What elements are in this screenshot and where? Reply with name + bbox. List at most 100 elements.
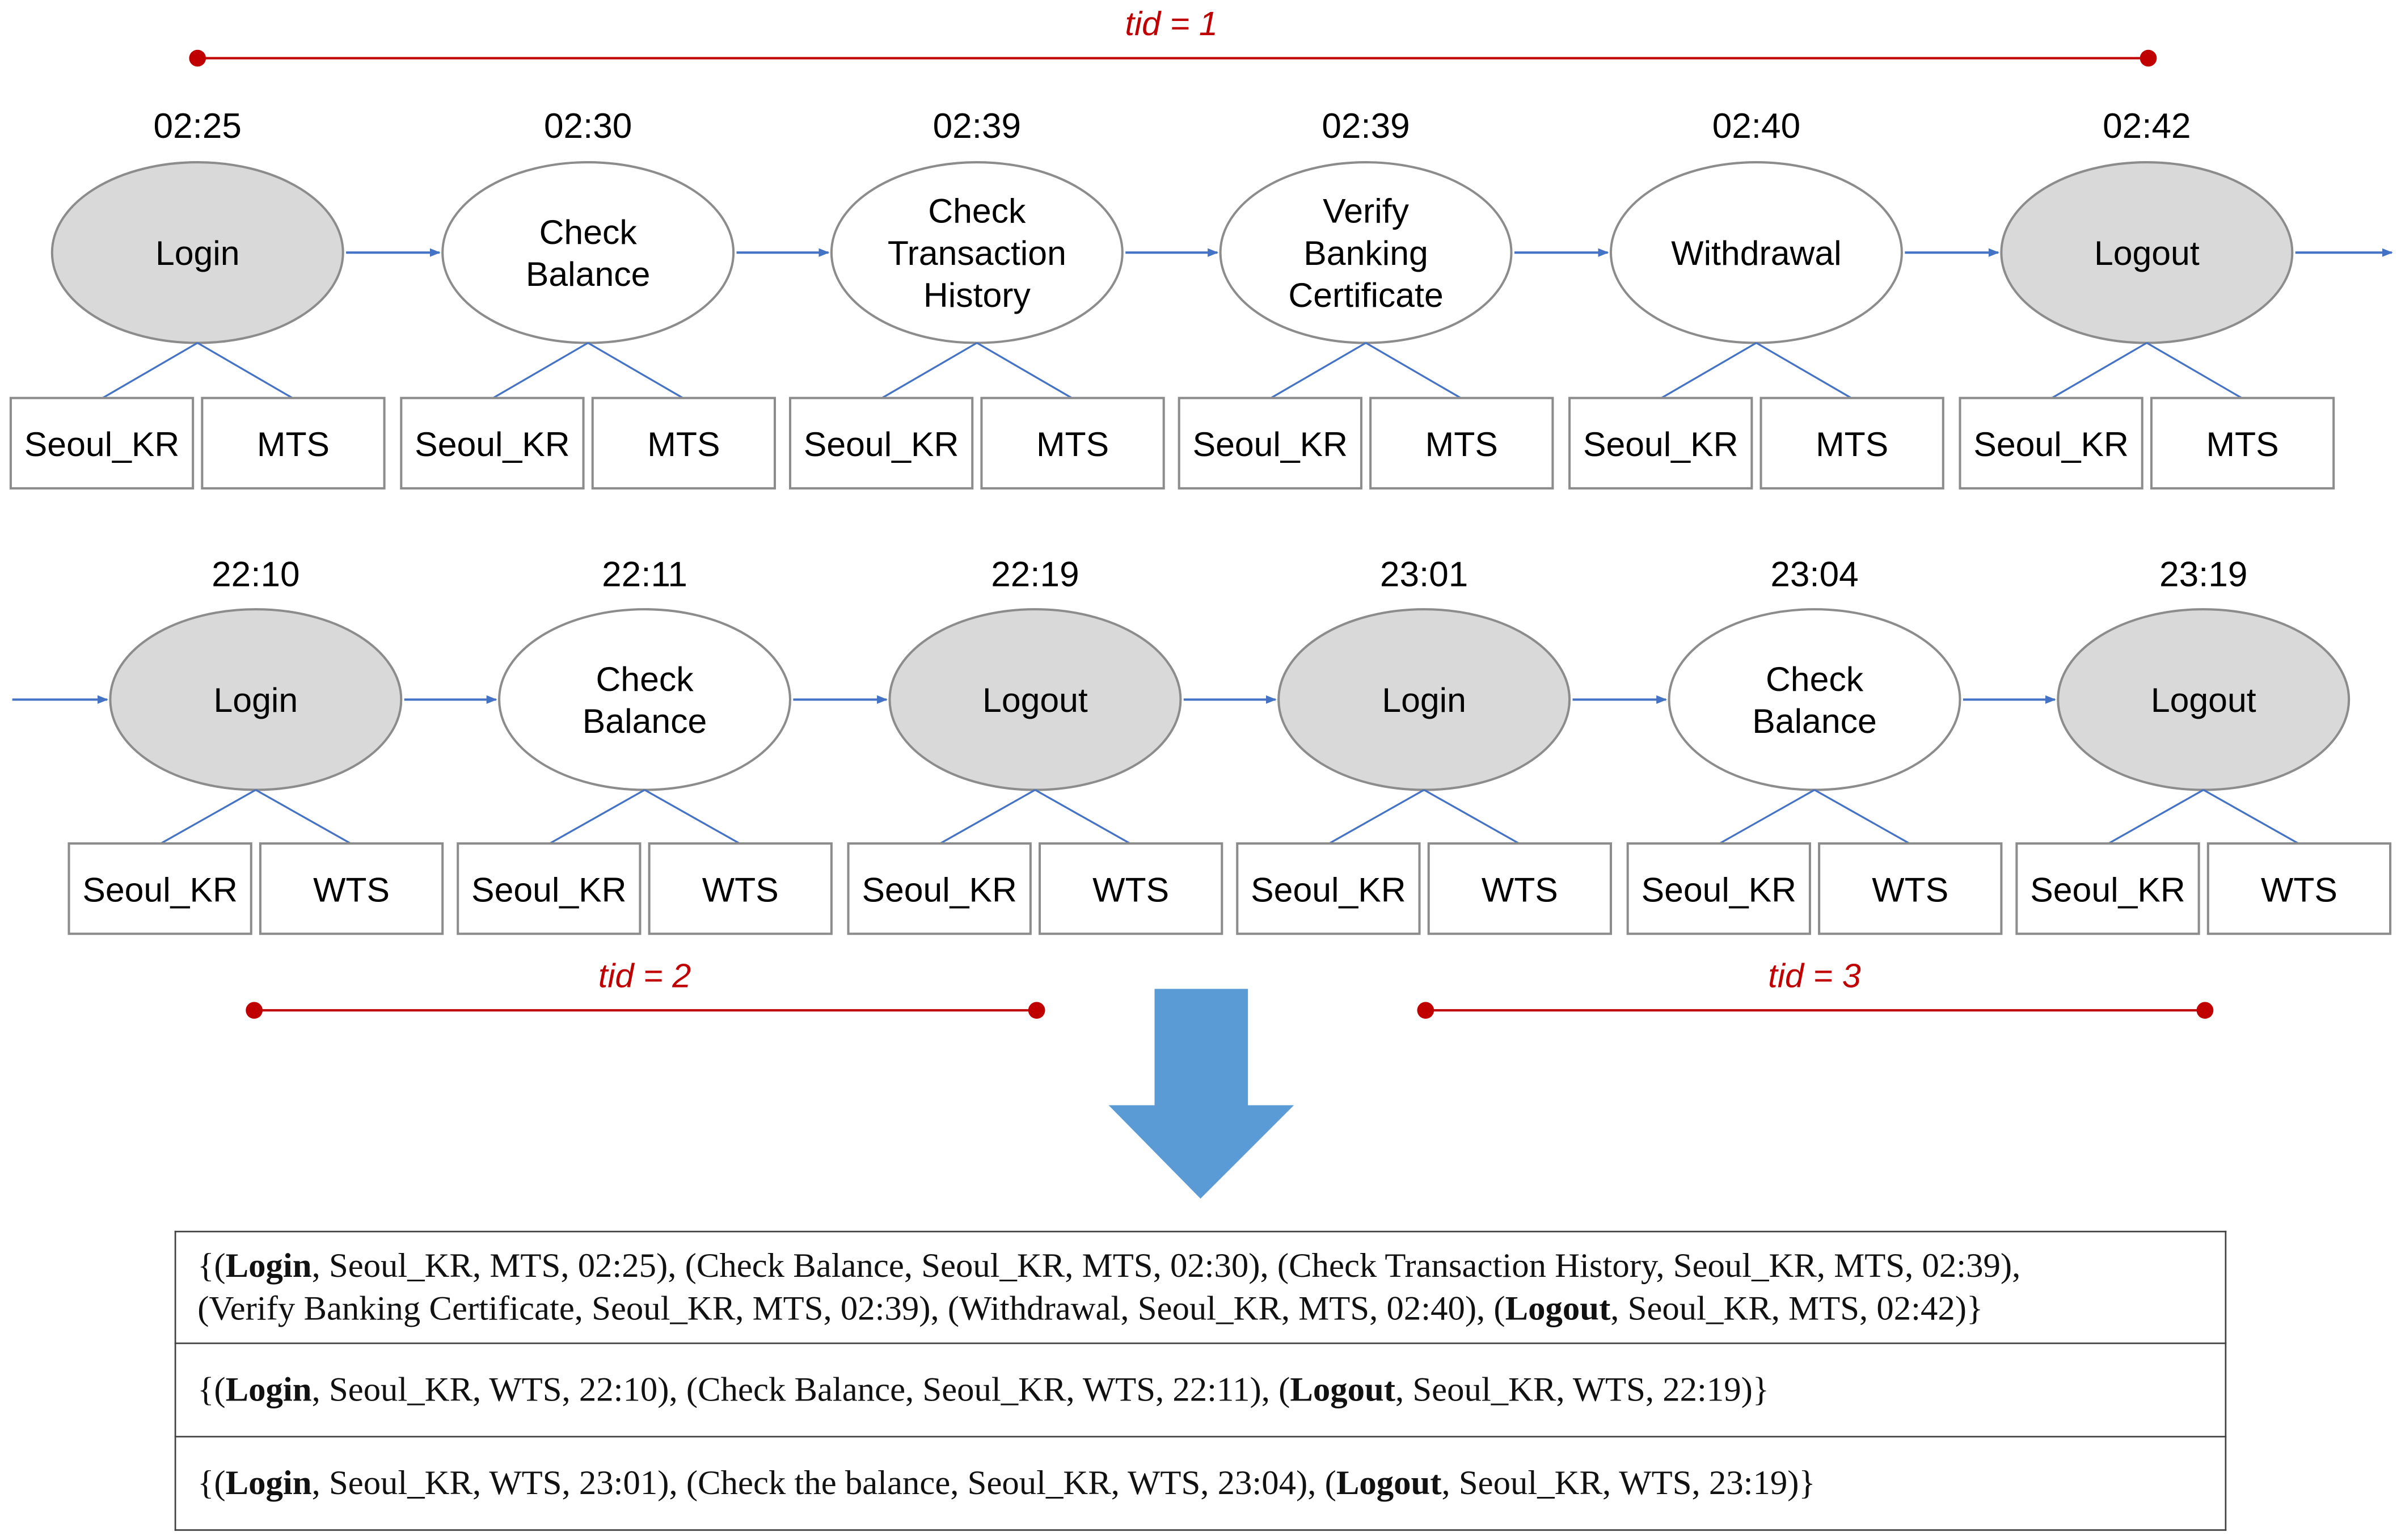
channel-label: WTS xyxy=(702,871,779,909)
tid-2-start-dot xyxy=(246,1002,263,1019)
location-box xyxy=(457,842,642,935)
channel-label: MTS xyxy=(1425,425,1498,463)
transaction-cell-tid-2: {(Login, Seoul_KR, WTS, 22:10), (Check B… xyxy=(174,1342,2227,1438)
event-label: Check xyxy=(1766,660,1864,698)
event-time: 23:01 xyxy=(1380,555,1468,594)
event-label: Withdrawal xyxy=(1671,234,1841,272)
channel-box xyxy=(1759,396,1944,490)
event-label: Balance xyxy=(526,255,650,293)
channel-label: MTS xyxy=(2206,425,2278,463)
transaction-text: , Seoul_KR, WTS, 22:10), (Check Balance,… xyxy=(311,1370,1290,1408)
event-label: Transaction xyxy=(888,234,1066,272)
event-node xyxy=(441,161,735,344)
channel-box xyxy=(1427,842,1613,935)
event-keyword: Login xyxy=(225,1246,312,1285)
attribute-connector xyxy=(1328,789,1425,845)
event-keyword: Logout xyxy=(1336,1463,1442,1502)
attribute-connector xyxy=(160,789,256,845)
event-time: 02:42 xyxy=(2103,107,2191,146)
attribute-connector xyxy=(1365,342,1462,399)
attribute-connector xyxy=(587,342,683,399)
channel-box xyxy=(2150,396,2335,490)
event-label: Logout xyxy=(982,681,1088,719)
event-label: Check xyxy=(928,192,1026,230)
location-label: Seoul_KR xyxy=(24,425,179,463)
location-box xyxy=(9,396,195,490)
tid-3-end-dot xyxy=(2196,1002,2214,1019)
location-box xyxy=(400,396,585,490)
channel-box xyxy=(1039,842,1223,935)
channel-label: MTS xyxy=(647,425,720,463)
event-time: 02:39 xyxy=(1322,107,1410,146)
location-label: Seoul_KR xyxy=(1583,425,1738,463)
location-label: Seoul_KR xyxy=(1973,425,2128,463)
location-box xyxy=(847,842,1032,935)
transaction-text: {( xyxy=(197,1463,226,1502)
attribute-connector xyxy=(2202,789,2299,845)
tid-1-end-dot xyxy=(2140,49,2157,67)
attribute-connector xyxy=(492,342,589,399)
event-node xyxy=(498,608,792,791)
attribute-connector xyxy=(197,342,293,399)
tid-3-start-dot xyxy=(1417,1002,1434,1019)
transaction-text: , Seoul_KR, WTS, 22:19)} xyxy=(1395,1370,1770,1408)
attribute-connector xyxy=(1756,342,1852,399)
event-time: 23:19 xyxy=(2159,555,2247,594)
event-keyword: Login xyxy=(225,1463,312,1502)
location-label: Seoul_KR xyxy=(2030,871,2185,909)
transaction-row: {(Login, Seoul_KR, WTS, 22:10), (Check B… xyxy=(174,1342,2227,1438)
event-time: 22:11 xyxy=(602,555,687,594)
event-label: Verify xyxy=(1323,192,1410,230)
attribute-connector xyxy=(976,342,1073,399)
attribute-connector xyxy=(1035,789,1131,845)
transaction-text: , Seoul_KR, MTS, 02:42)} xyxy=(1610,1289,1984,1327)
attribute-connector xyxy=(549,789,645,845)
event-time: 22:19 xyxy=(991,555,1079,594)
channel-label: MTS xyxy=(1816,425,1888,463)
location-label: Seoul_KR xyxy=(804,425,959,463)
event-label: Login xyxy=(1382,681,1466,719)
location-label: Seoul_KR xyxy=(82,871,237,909)
location-box xyxy=(1568,396,1753,490)
event-time: 02:25 xyxy=(154,107,242,146)
location-box xyxy=(1178,396,1362,490)
event-label: Balance xyxy=(583,702,707,740)
event-label: Login xyxy=(214,681,298,719)
channel-label: WTS xyxy=(2261,871,2337,909)
channel-box xyxy=(648,842,833,935)
location-box xyxy=(1236,842,1421,935)
attribute-connector xyxy=(881,342,978,399)
channel-box xyxy=(1369,396,1554,490)
event-time: 02:39 xyxy=(933,107,1021,146)
location-label: Seoul_KR xyxy=(1251,871,1406,909)
event-label: Check xyxy=(539,213,638,251)
transaction-row: {(Login, Seoul_KR, WTS, 23:01), (Check t… xyxy=(174,1436,2227,1531)
transaction-row: {(Login, Seoul_KR, MTS, 02:25), (Check B… xyxy=(174,1230,2227,1344)
event-label: Login xyxy=(155,234,240,272)
event-keyword: Logout xyxy=(1290,1370,1395,1408)
transaction-text: , Seoul_KR, MTS, 02:25), (Check Balance,… xyxy=(311,1246,2021,1285)
transaction-cell-tid-1: {(Login, Seoul_KR, MTS, 02:25), (Check B… xyxy=(174,1230,2227,1344)
event-time: 22:10 xyxy=(212,555,299,594)
event-time: 02:40 xyxy=(1712,107,1800,146)
channel-label: MTS xyxy=(257,425,330,463)
attribute-connector xyxy=(1719,789,1815,845)
event-label: Banking xyxy=(1303,234,1428,272)
transaction-text: {( xyxy=(197,1246,226,1285)
transaction-text: , Seoul_KR, WTS, 23:19)} xyxy=(1441,1463,1816,1502)
tid-1-start-dot xyxy=(189,49,206,67)
channel-box xyxy=(980,396,1165,490)
tid-2-span: tid = 2 xyxy=(246,957,1045,1019)
transaction-text: {( xyxy=(197,1370,226,1408)
location-box xyxy=(67,842,252,935)
